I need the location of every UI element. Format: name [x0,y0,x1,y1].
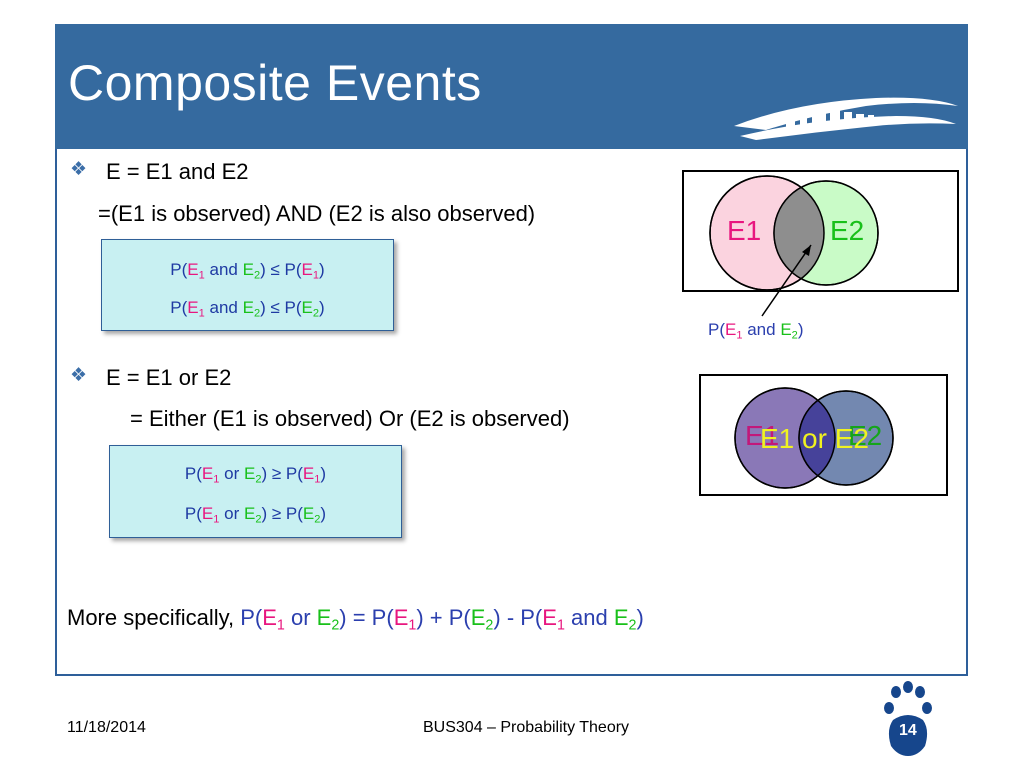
or-formula-1: P(E1 or E2) ≥ P(E1) [184,464,327,486]
or-venn-e1-label: E1 [745,420,780,451]
diamond-bullet-icon: ❖ [70,365,88,386]
and-venn-e1-label: E1 [727,215,762,246]
or-venn-overlay-label: E1 or E2 [760,423,869,454]
or-bullet-text: E = E1 or E2 [106,365,232,390]
paw-print-icon [884,681,932,756]
page-number: 14 [899,722,917,739]
footer-date: 11/18/2014 [67,719,146,736]
university-logo-icon [734,97,958,140]
intersection-note: P(E1 and E2) [708,320,804,342]
diamond-bullet-icon: ❖ [70,159,88,180]
and-venn-box [682,170,959,292]
specifically-statement: More specifically, P(E1 or E2) = P(E1) +… [67,605,644,634]
or-venn-e2-label: E2 [848,420,883,451]
or-formula-2: P(E1 or E2) ≥ P(E2) [184,504,327,526]
and-bullet-text: E = E1 and E2 [106,159,249,184]
and-explanation: =(E1 is observed) AND (E2 is also observ… [98,201,536,226]
and-formula-box: P(E1 and E2) ≤ P(E1) P(E1 and E2) ≤ P(E2… [101,239,394,331]
footer-course: BUS304 – Probability Theory [423,719,630,736]
and-formula-1: P(E1 and E2) ≤ P(E1) [170,260,325,282]
or-explanation: = Either (E1 is observed) Or (E2 is obse… [130,406,570,431]
slide-title: Composite Events [68,55,482,111]
and-venn-e2-label: E2 [830,215,865,246]
and-formula-2: P(E1 and E2) ≤ P(E2) [170,298,325,320]
or-formula-box: P(E1 or E2) ≥ P(E1) P(E1 or E2) ≥ P(E2) [109,445,402,538]
